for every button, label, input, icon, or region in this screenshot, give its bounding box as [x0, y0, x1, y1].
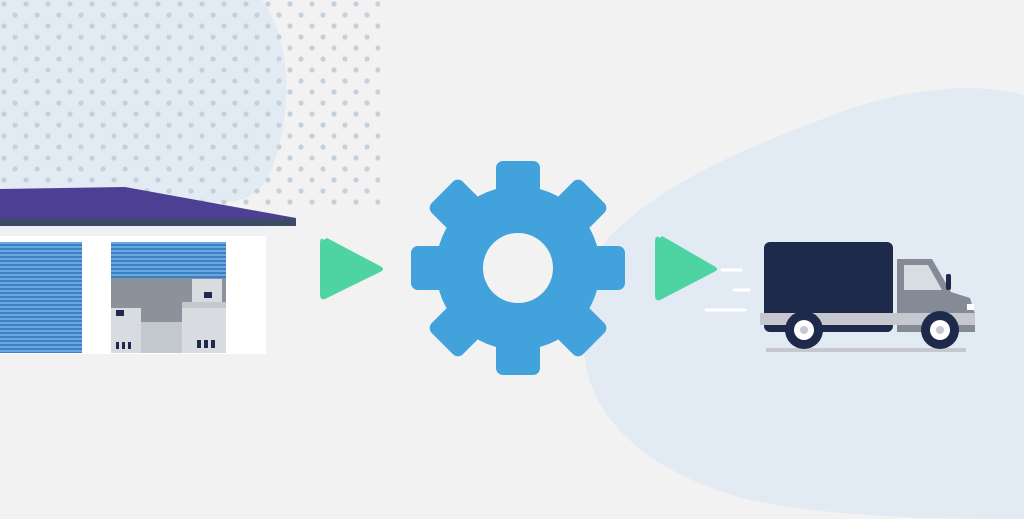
- truck-window: [904, 265, 942, 290]
- warehouse-icon: [0, 187, 296, 354]
- dot-pattern: [0, 0, 380, 210]
- warehouse-open-bay: [111, 242, 226, 353]
- warehouse-boxes: [111, 279, 226, 353]
- delivery-truck-icon: [760, 242, 975, 352]
- truck-cargo-box: [764, 242, 893, 332]
- truck-headlight: [967, 304, 974, 310]
- warehouse-roof: [0, 187, 296, 225]
- play-arrow-icon: [655, 236, 717, 301]
- truck-front-wheel: [921, 311, 959, 349]
- truck-rear-wheel: [785, 311, 823, 349]
- speed-lines: [704, 268, 751, 312]
- gear-hole: [483, 233, 553, 303]
- warehouse-shutter-door: [0, 242, 82, 353]
- truck-mirror: [946, 274, 951, 290]
- warehouse-wall-band: [0, 226, 266, 236]
- warehouse-roof-trim: [0, 219, 296, 226]
- play-arrow-icon: [320, 238, 383, 300]
- gear-icon: [411, 161, 625, 375]
- truck-ground-line: [766, 348, 966, 352]
